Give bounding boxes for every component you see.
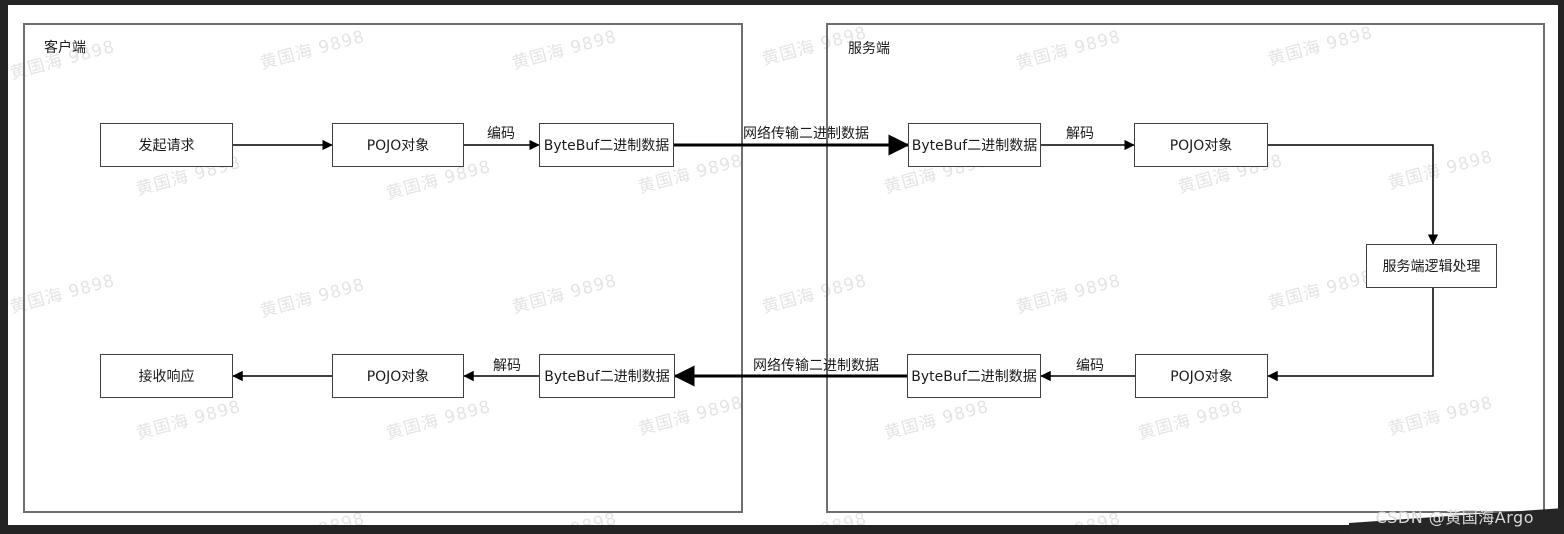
label-decode-bottom: 解码 — [493, 358, 521, 374]
node-server-pojo-out: POJO对象 — [1135, 354, 1268, 398]
label-encode-bottom: 编码 — [1076, 358, 1104, 374]
label-network-transport-top: 网络传输二进制数据 — [743, 126, 869, 142]
node-server-logic: 服务端逻辑处理 — [1366, 244, 1497, 288]
node-server-bytebuf-in: ByteBuf二进制数据 — [908, 123, 1041, 167]
node-client-pojo-in: POJO对象 — [332, 354, 464, 398]
node-server-bytebuf-out: ByteBuf二进制数据 — [907, 354, 1041, 398]
client-container — [23, 23, 743, 513]
frame-top-edge — [0, 0, 1564, 5]
node-client-request: 发起请求 — [100, 123, 233, 167]
frame-left-edge — [0, 0, 8, 534]
arrow-pojo-to-logic — [1268, 144, 1439, 245]
label-decode-top: 解码 — [1066, 126, 1094, 142]
node-client-response: 接收响应 — [100, 354, 233, 398]
node-client-bytebuf-in: ByteBuf二进制数据 — [539, 354, 675, 398]
label-network-transport-bottom: 网络传输二进制数据 — [753, 358, 879, 374]
server-container — [826, 23, 1545, 513]
csdn-attribution: CSDN @黄国海Argo — [1375, 508, 1534, 527]
client-container-title: 客户端 — [44, 40, 86, 56]
frame-bottom-edge — [0, 525, 1564, 534]
label-encode-top: 编码 — [487, 126, 515, 142]
arrow-logic-to-pojo — [1267, 288, 1434, 382]
node-client-bytebuf-out: ByteBuf二进制数据 — [539, 123, 674, 167]
server-container-title: 服务端 — [848, 41, 890, 57]
node-server-pojo-in: POJO对象 — [1134, 123, 1268, 167]
frame-right-edge — [1558, 0, 1564, 534]
node-client-pojo-out: POJO对象 — [332, 123, 464, 167]
